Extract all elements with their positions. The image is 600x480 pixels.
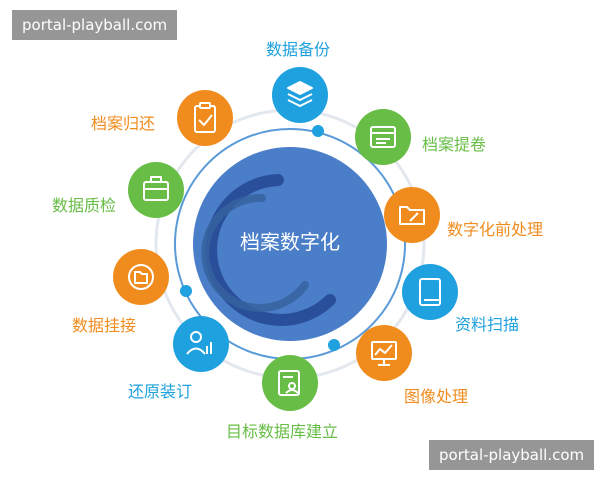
label-image-processing: 图像处理 [404,387,469,406]
stack-layers-icon [287,81,313,107]
user-stats-icon [186,331,212,355]
ring-dot [312,125,324,137]
node-data-linking [113,249,169,305]
swoosh-arc-inner [201,193,309,312]
folder-edit-icon [399,206,425,225]
center-title: 档案数字化 [240,230,340,254]
calendar-icon [370,126,396,148]
briefcase-icon [143,176,169,201]
book-icon [419,278,441,306]
node-pre-digitization [384,187,440,243]
label-archive-return: 档案归还 [91,114,156,133]
node-rebinding [173,316,229,372]
swoosh-arc-outer [205,174,336,326]
label-quality-check: 数据质检 [52,196,117,215]
label-database-build: 目标数据库建立 [226,422,339,441]
node-archive-retrieval [355,109,411,165]
monitor-chart-icon [371,341,397,366]
label-archive-retrieval: 档案提卷 [422,135,487,154]
label-data-linking: 数据挂接 [72,316,137,335]
node-scanning [402,264,458,320]
ring-dot [328,339,340,351]
node-data-backup [272,67,328,123]
node-quality-check [128,162,184,218]
node-database-build [262,355,318,411]
ring-dot [180,285,192,297]
label-scanning: 资料扫描 [455,315,520,334]
profile-document-icon [278,370,300,396]
folder-link-icon [128,264,154,290]
node-archive-return [177,90,233,146]
watermark-top: portal-playball.com [12,10,178,40]
clipboard-check-icon [194,102,216,133]
node-image-processing [356,325,412,381]
label-pre-digitization: 数字化前处理 [447,220,544,239]
watermark-bottom: portal-playball.com [429,440,595,470]
label-rebinding: 还原装订 [128,382,193,401]
label-data-backup: 数据备份 [266,40,331,59]
